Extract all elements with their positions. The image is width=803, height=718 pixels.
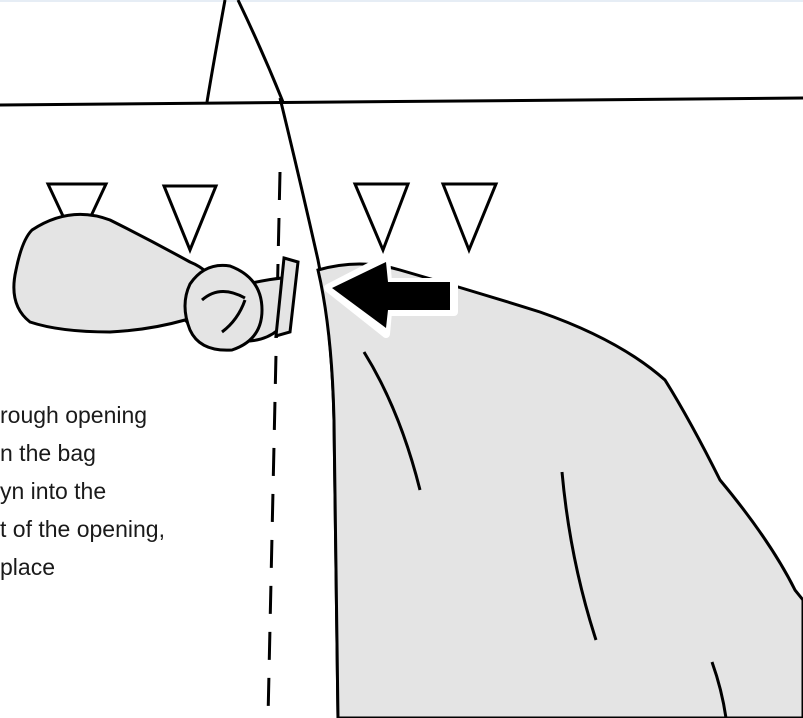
crease-line-1 [362, 351, 422, 491]
bag-contents-shape [316, 262, 803, 718]
opening-dashed-line [266, 171, 282, 718]
crease-line-3 [710, 661, 728, 718]
left-arrow-icon [324, 254, 458, 338]
hand-icon [12, 212, 300, 352]
horizontal-fold-line [0, 96, 803, 107]
crease-line-2 [560, 471, 598, 641]
instruction-line-3: yn into the [0, 478, 107, 504]
fold-marker-triangle-3 [352, 182, 411, 255]
instruction-line-4: t of the opening, [0, 516, 165, 542]
fold-marker-triangle-4 [440, 182, 499, 255]
instruction-line-1: rough opening [0, 402, 148, 428]
fold-marker-triangle-2 [161, 184, 219, 254]
bag-peak-outline [205, 0, 285, 103]
top-border [0, 0, 803, 2]
instruction-line-5: place [0, 554, 55, 580]
instruction-line-2: n the bag [0, 440, 96, 466]
bag-edge-line [278, 97, 340, 718]
